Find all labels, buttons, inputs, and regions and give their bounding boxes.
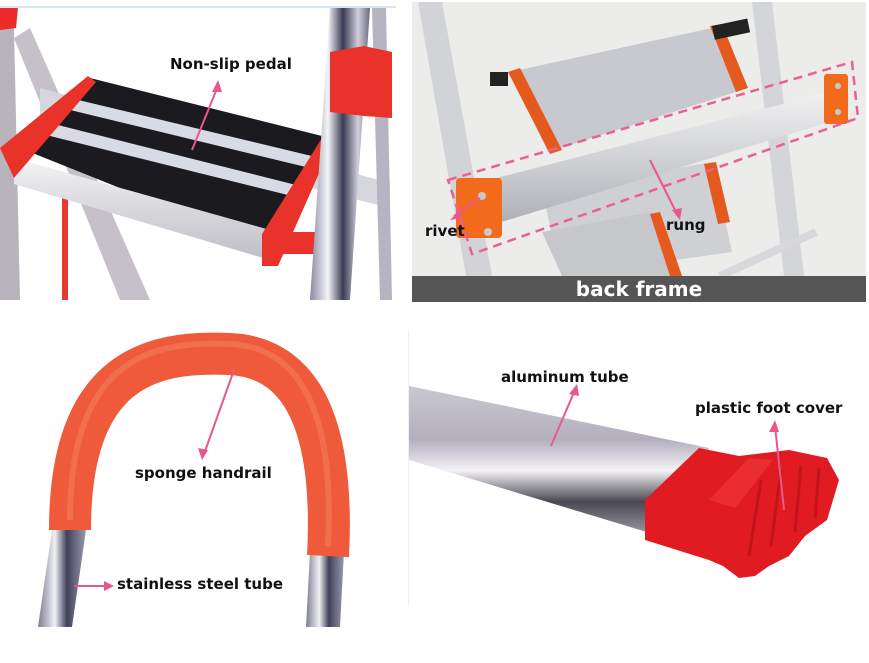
label-plastic-foot-cover: plastic foot cover [695, 399, 843, 417]
label-rung: rung [666, 216, 706, 234]
panel-handrail: sponge handrail stainless steel tube [0, 330, 400, 627]
handrail-illustration [38, 332, 350, 627]
panel-non-slip-pedal: Non-slip pedal [0, 6, 396, 300]
foot-illustration [409, 384, 839, 578]
panel-foot: aluminum tube plastic foot cover [408, 330, 869, 606]
caption-back-frame: back frame [412, 276, 866, 302]
pedal-illustration [0, 8, 392, 300]
label-sponge-handrail: sponge handrail [135, 464, 272, 482]
label-aluminum-tube: aluminum tube [501, 368, 629, 386]
panel-back-frame: rivet rung back frame [412, 2, 866, 302]
label-rivet: rivet [425, 222, 465, 240]
label-stainless-steel-tube: stainless steel tube [117, 575, 284, 593]
label-non-slip-pedal: Non-slip pedal [170, 55, 292, 73]
back-frame-illustration [418, 2, 860, 280]
